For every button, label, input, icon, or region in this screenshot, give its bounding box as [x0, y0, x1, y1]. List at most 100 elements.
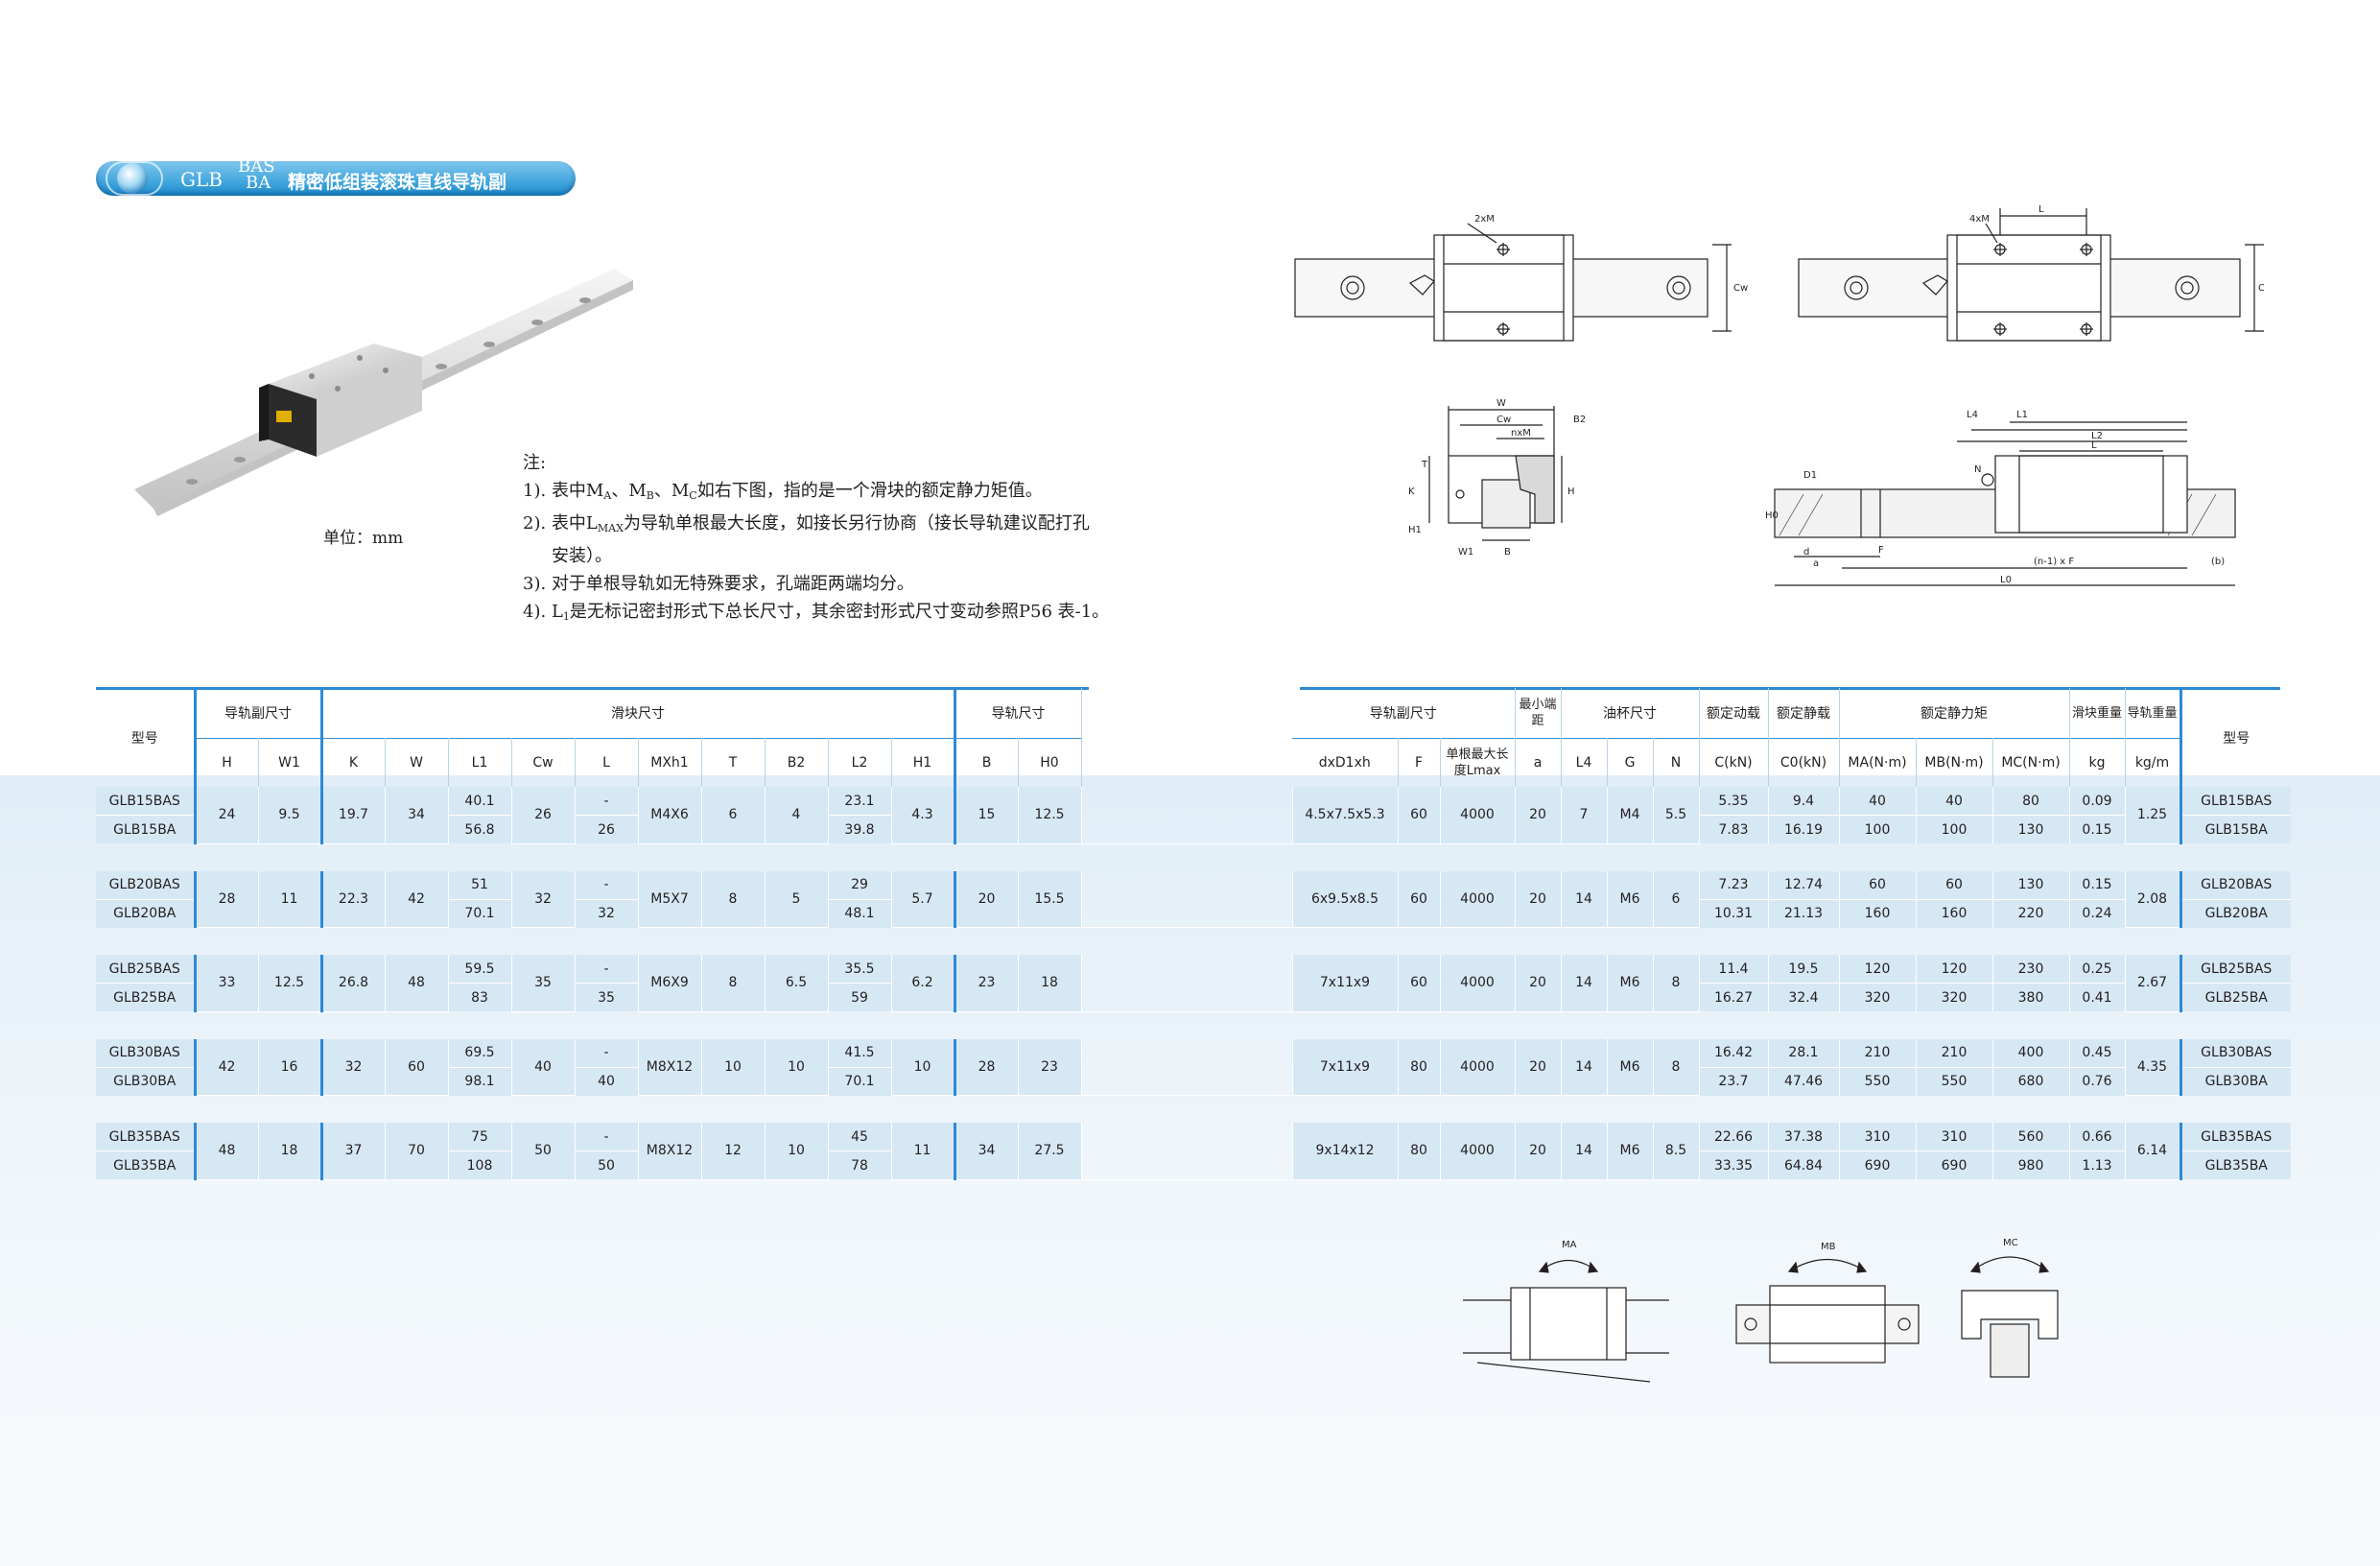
col-W1: W1: [258, 738, 322, 787]
cell-h: 42: [193, 1038, 259, 1096]
cell-mxh1: M4X6: [638, 787, 702, 844]
svg-text:d: d: [1803, 547, 1809, 558]
cell-t: 12: [701, 1123, 766, 1180]
cell-l: 32: [575, 899, 639, 928]
cell-g: M6: [1607, 870, 1654, 928]
cell-h1: 4.3: [891, 787, 955, 844]
cell-models: GLB30BA: [96, 1067, 196, 1096]
cell-l4: 7: [1561, 787, 1608, 844]
col-T: T: [701, 738, 766, 787]
col-B: B: [953, 738, 1019, 787]
svg-text:F: F: [1878, 545, 1884, 556]
cell-lmax: 4000: [1440, 870, 1516, 928]
cell-c0: 21.13: [1768, 899, 1840, 928]
cell-mc: 130: [1992, 870, 2070, 900]
col-MXh1: MXh1: [638, 738, 702, 787]
cell-mb: 100: [1916, 815, 1993, 843]
svg-text:W1: W1: [1458, 547, 1473, 558]
cell-ma: 120: [1839, 955, 1917, 984]
cell-lmax: 4000: [1440, 787, 1516, 844]
cell-g: M6: [1607, 1038, 1654, 1096]
col-C: C(kN): [1699, 738, 1769, 787]
col-K: K: [319, 738, 386, 787]
group-spacer-row: [96, 928, 2291, 956]
cell-lmax: 4000: [1440, 1038, 1516, 1096]
cell-n: 8: [1653, 955, 1700, 1012]
cell-l: 40: [575, 1067, 639, 1096]
svg-text:W: W: [1496, 398, 1506, 409]
moment-mc-diagram: [1961, 1256, 2059, 1378]
cell-l1: 70.1: [448, 899, 512, 928]
group-spacer-cell: [96, 1096, 2291, 1124]
cell-w: 48: [385, 955, 449, 1012]
cell-l1: 59.5: [448, 955, 512, 984]
cell-t: 6: [701, 787, 766, 844]
moment-mc-label: MC: [2003, 1238, 2018, 1248]
cell-k: 26.8: [319, 955, 386, 1012]
cell-c0: 64.84: [1768, 1151, 1840, 1179]
cell-w1: 18: [258, 1123, 322, 1180]
cell-c0: 12.74: [1768, 870, 1840, 900]
cell-h1: 11: [891, 1123, 955, 1180]
cell-l1: 108: [448, 1151, 512, 1179]
col-L2: L2: [828, 738, 892, 787]
cell-k: 19.7: [319, 787, 386, 844]
cell-kgm: 2.67: [2125, 955, 2182, 1012]
cell-mc: 560: [1992, 1123, 2070, 1151]
cell-t: 8: [701, 955, 766, 1012]
cell-l2: 39.8: [828, 815, 892, 843]
cell-dxd1xh: 6x9.5x8.5: [1292, 870, 1399, 928]
cell-cw: 40: [511, 1038, 576, 1096]
cell-dxd1xh: 7x11x9: [1292, 955, 1399, 1012]
static-moment-diagrams: MA MB MC: [1463, 1238, 2059, 1383]
cell-b: 15: [953, 787, 1019, 844]
svg-text:nxM: nxM: [1511, 428, 1531, 439]
svg-text:H0: H0: [1765, 510, 1779, 521]
cell-kg: 0.15: [2069, 815, 2126, 843]
cell-models: GLB25BAS: [2180, 955, 2291, 984]
col-W: W: [385, 738, 449, 787]
cell-models: GLB25BAS: [96, 955, 196, 984]
svg-text:L2: L2: [2091, 431, 2103, 441]
svg-text:L: L: [2038, 204, 2044, 215]
cell-l2: 45: [828, 1123, 892, 1151]
cell-c: 23.7: [1699, 1067, 1769, 1096]
cell-kg: 0.09: [2069, 787, 2126, 816]
cell-b2: 6.5: [765, 955, 829, 1012]
cell-b: 23: [953, 955, 1019, 1012]
cell-h0: 23: [1018, 1038, 1082, 1096]
cell-l: 26: [575, 815, 639, 843]
col-G: G: [1607, 738, 1654, 787]
cell-models: GLB30BA: [2180, 1067, 2291, 1096]
cell-h0: 12.5: [1018, 787, 1082, 844]
cell-w1: 11: [258, 870, 322, 928]
moment-mb-label: MB: [1821, 1242, 1836, 1252]
cell-h1: 5.7: [891, 870, 955, 928]
cell-l1: 75: [448, 1123, 512, 1151]
cell-mb: 320: [1916, 983, 1993, 1011]
cell-models: GLB20BA: [96, 899, 196, 928]
spec-table: 型号 导轨副尺寸 滑块尺寸 导轨尺寸 导轨副尺寸 最小端距 油杯尺寸 额定动载 …: [96, 688, 2291, 1180]
cell-c: 10.31: [1699, 899, 1769, 928]
spec-table-container: 型号 导轨副尺寸 滑块尺寸 导轨尺寸 导轨副尺寸 最小端距 油杯尺寸 额定动载 …: [96, 688, 2291, 1180]
cell-a: 20: [1515, 1038, 1562, 1096]
cell-c: 22.66: [1699, 1123, 1769, 1151]
cell-mc: 80: [1992, 787, 2070, 816]
header-model: 型号: [96, 688, 196, 787]
svg-text:Cw: Cw: [1733, 283, 1748, 294]
cell-ma: 100: [1839, 815, 1917, 843]
cell-models: GLB25BA: [96, 983, 196, 1011]
cell-mb: 310: [1916, 1123, 1993, 1151]
cell-b: 34: [953, 1123, 1019, 1180]
cell-t: 10: [701, 1038, 766, 1096]
col-kg: kg: [2069, 738, 2126, 787]
cell-models: GLB15BAS: [96, 787, 196, 816]
svg-text:L4: L4: [1967, 410, 1978, 420]
cell-g: M6: [1607, 955, 1654, 1012]
group-spacer-cell: [96, 1011, 2291, 1039]
cell-kg: 0.24: [2069, 899, 2126, 928]
header-oil-cup-dims: 油杯尺寸: [1561, 688, 1700, 739]
cell-h0: 27.5: [1018, 1123, 1082, 1180]
cell-mxh1: M8X12: [638, 1123, 702, 1180]
cell-mb: 690: [1916, 1151, 1993, 1179]
